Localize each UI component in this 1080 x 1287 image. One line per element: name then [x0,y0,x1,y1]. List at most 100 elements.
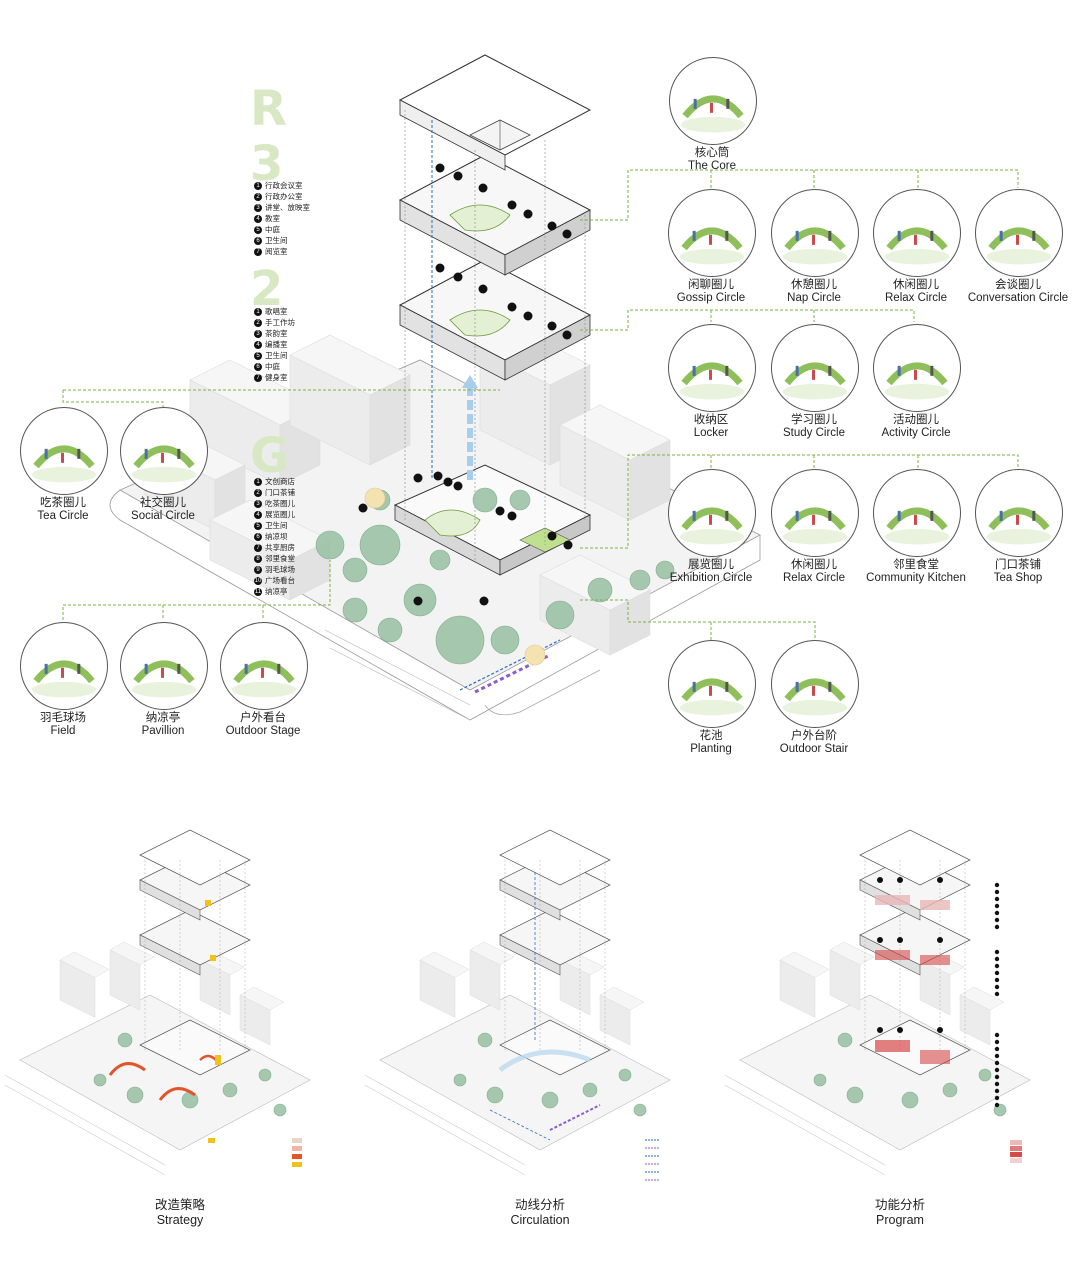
tree [490,625,520,655]
legend-label: 编播室 [265,340,288,349]
legend-label: 行政会议室 [265,181,303,190]
leader-line-tea-social [62,390,164,415]
mini-floor-plan [499,909,611,966]
vignette-label-en: Tea Circle [37,510,89,522]
vignette-label-cn: 会谈圈儿 [995,279,1041,291]
stair-icon [771,640,859,728]
legend-label: 卫生间 [265,521,288,530]
floor-number-marker [523,209,533,219]
vignette-person [708,514,712,525]
mini-tree [181,1091,199,1109]
circulation-zone [498,1049,591,1073]
vignette-person [795,681,799,692]
vignette-label-cn: 休憩圈儿 [791,279,837,291]
pavilion-icon [120,622,208,710]
legend-label: 教室 [265,214,280,223]
mini-floor-front [499,934,561,976]
legend-label: 卫生间 [265,351,288,360]
legend-label: 共享厨房 [265,543,295,552]
road-curve [484,669,601,716]
vignette-person [828,230,832,241]
vignette-label-en: Nap Circle [787,292,841,304]
mini-tree [486,1086,504,1104]
program-legend-dot [994,991,1000,997]
vignette-illustration [680,95,746,133]
mini-diagram-program [724,829,1031,1176]
legend-number-marker: 6 [254,236,262,245]
activity-circle-icon [873,324,961,412]
mini-block-top [599,986,645,1011]
floor-number-2: 2 [250,261,284,317]
tree [472,487,498,513]
study-circle-icon [771,324,859,412]
vignette-illustration [782,362,848,400]
vignette-person [708,234,712,245]
vignette-illustration [679,678,745,716]
nap-circle-icon [771,189,859,277]
vignette-label-en: Outdoor Stage [225,725,301,737]
mini-tree [901,1091,919,1109]
mini-tree [846,1086,864,1104]
site-outline [469,535,761,721]
floor-number-marker [435,163,445,173]
vignette-label-cn: 纳凉亭 [145,712,181,724]
vignette-label-en: Exhibition Circle [669,572,753,584]
program-legend-dot [994,896,1000,902]
vignette-person [811,514,815,525]
vignette-illustration [782,507,848,545]
vignette-person [725,230,729,241]
vignette-person [708,369,712,380]
tree [359,524,401,566]
field-icon [20,622,108,710]
legend-number-marker: 2 [254,192,262,201]
program-legend-dot [994,1095,1000,1101]
legend-number-marker: 1 [254,181,262,190]
vignette-illustration [782,227,848,265]
program-legend-swatch [1010,1140,1022,1145]
strategy-arc [158,1087,196,1101]
program-legend-swatch [1010,1146,1022,1151]
strategy-yellow-block [215,1055,221,1065]
vignette-person [277,663,281,674]
roof-front [399,99,506,171]
atrium-ring [424,509,481,537]
planting-icon [668,640,756,728]
block-b-side [369,374,411,466]
program-legend-dot [994,1060,1000,1066]
exhibition-circle-icon [668,469,756,557]
legend-number-marker: 5 [254,351,262,360]
vignette-floor [680,116,746,133]
program-legend-dot [994,1053,1000,1059]
vignette-person [160,452,164,463]
social-circle-icon [120,407,208,495]
yellow-tree [364,487,386,509]
legend-label: 中庭 [265,362,280,371]
vignette-person [60,667,64,678]
strategy-yellow-block [210,955,216,961]
vignette-bench [681,362,743,386]
mini-tree [117,1032,133,1048]
vignette-person [1032,230,1036,241]
vignette-person [244,663,248,674]
vignette-bench [33,660,95,684]
vignette-illustration [679,507,745,545]
floor-number-marker [562,330,572,340]
mini-roof [499,829,611,886]
vignette-illustration [884,227,950,265]
legend-number-marker: 8 [254,554,262,563]
mini-block-top [829,941,875,966]
vignette-illustration [679,227,745,265]
floor-number-marker [453,481,463,491]
vignette-person [930,365,934,376]
